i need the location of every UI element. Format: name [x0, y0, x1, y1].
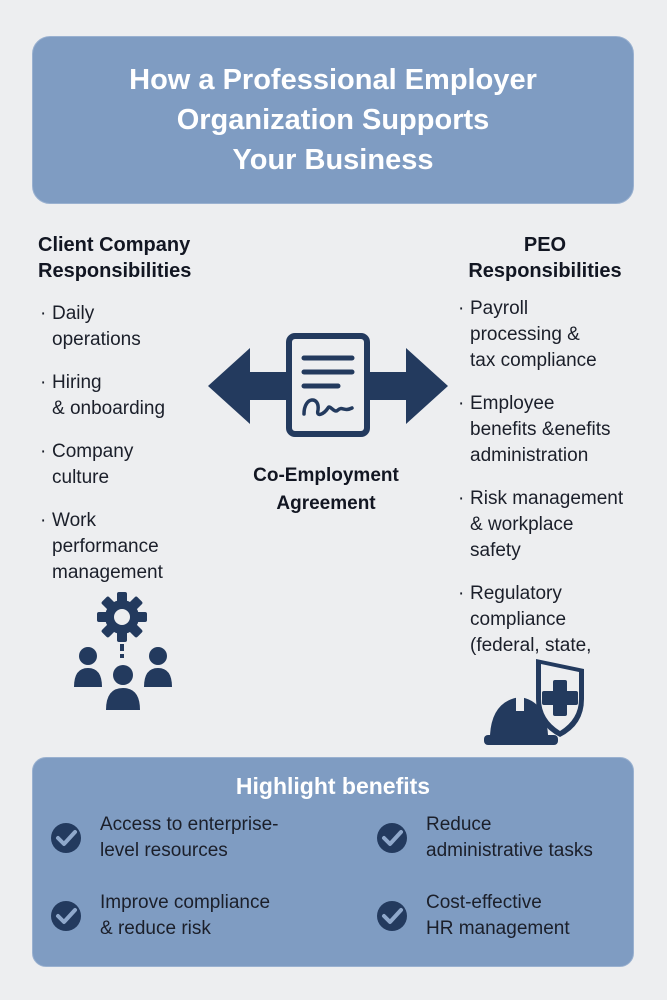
list-item-line: Employee	[470, 393, 555, 414]
peo-item-benefits: · Employee benefits &enefits administrat…	[458, 391, 660, 469]
benefit-text-line: & reduce risk	[100, 918, 211, 939]
list-item-line: culture	[52, 467, 110, 488]
bullet-icon: ·	[458, 488, 465, 509]
list-item-line: Hiring	[52, 372, 102, 393]
list-item-line: Daily	[52, 303, 95, 324]
list-item-line: Regulatory	[470, 583, 562, 604]
contract-document-icon	[286, 333, 370, 437]
client-heading-line-1: Client Company	[38, 234, 191, 256]
list-item-line: benefits &enefits	[470, 419, 611, 440]
list-item-line: Work	[52, 510, 96, 531]
bullet-icon: ·	[40, 510, 47, 531]
co-employment-label-line-2: Agreement	[276, 493, 376, 514]
benefit-text: Improve compliance & reduce risk	[100, 890, 270, 942]
benefit-text-line: level resources	[100, 840, 228, 861]
check-circle-icon	[51, 901, 81, 931]
peo-heading-line-1: PEO	[523, 234, 567, 256]
peo-responsibilities-heading: PEO Responsibilities	[440, 232, 650, 284]
bullet-icon: ·	[458, 583, 465, 604]
list-item-line: compliance	[470, 609, 567, 630]
client-item-hiring: · Hiring & onboarding	[40, 370, 222, 422]
client-heading-line-2: Responsibilities	[38, 260, 192, 282]
team-gear-icon	[74, 592, 172, 710]
list-item-line: & workplace	[470, 514, 574, 535]
bullet-icon: ·	[40, 441, 47, 462]
benefit-text-line: Reduce	[426, 814, 492, 835]
benefit-text-line: Improve compliance	[100, 892, 271, 913]
client-responsibilities-heading: Client Company Responsibilities	[38, 232, 258, 284]
list-item-line: processing &	[470, 324, 580, 345]
benefit-compliance: Improve compliance & reduce risk	[49, 890, 270, 942]
benefit-text-line: Access to enterprise-	[100, 814, 279, 835]
list-item-line: operations	[52, 329, 141, 350]
benefit-text: Cost-effective HR management	[426, 890, 570, 942]
benefit-text-line: HR management	[426, 918, 570, 939]
bullet-icon: ·	[40, 303, 47, 324]
benefit-text-line: Cost-effective	[426, 892, 542, 913]
title-banner: How a Professional Employer Organization…	[32, 36, 634, 204]
check-circle-icon	[377, 823, 407, 853]
hardhat-shield-icon	[484, 659, 584, 745]
co-employment-label: Co-Employment Agreement	[230, 462, 422, 518]
client-item-daily-operations: · Daily operations	[40, 301, 222, 353]
list-item-line: management	[52, 562, 163, 583]
benefit-enterprise-resources: Access to enterprise- level resources	[49, 812, 278, 864]
list-item-line: Company	[52, 441, 134, 462]
list-item-line: performance	[52, 536, 159, 557]
page-title-line-1: How a Professional Employer	[129, 64, 537, 96]
bullet-icon: ·	[40, 372, 47, 393]
list-item-line: safety	[470, 540, 521, 561]
bullet-icon: ·	[458, 298, 465, 319]
benefit-cost-effective: Cost-effective HR management	[375, 890, 570, 942]
peo-item-risk: · Risk management & workplace safety	[458, 486, 660, 564]
benefit-text-line: administrative tasks	[426, 840, 593, 861]
page-title-line-2: Organization Supports	[176, 104, 490, 136]
list-item-line: Payroll	[470, 298, 529, 319]
page-title-line-3: Your Business	[232, 144, 434, 176]
client-item-culture: · Company culture	[40, 439, 222, 491]
peo-heading-line-2: Responsibilities	[468, 260, 622, 282]
peo-responsibilities-list: · Payroll processing & tax compliance · …	[458, 296, 660, 676]
list-item-line: (federal, state,	[470, 635, 592, 656]
list-item-line: tax compliance	[470, 350, 597, 371]
benefit-text: Access to enterprise- level resources	[100, 812, 278, 864]
benefit-reduce-admin: Reduce administrative tasks	[375, 812, 593, 864]
highlight-benefits-panel: Highlight benefits Access to enterprise-…	[32, 757, 634, 967]
co-employment-label-line-1: Co-Employment	[253, 465, 399, 486]
check-circle-icon	[51, 823, 81, 853]
co-employment-graphic	[208, 333, 448, 437]
peo-item-payroll: · Payroll processing & tax compliance	[458, 296, 660, 374]
benefit-text: Reduce administrative tasks	[426, 812, 593, 864]
list-item-line: Risk management	[470, 488, 624, 509]
check-circle-icon	[377, 901, 407, 931]
client-item-performance: · Work performance management	[40, 508, 222, 586]
list-item-line: administration	[470, 445, 589, 466]
client-responsibilities-list: · Daily operations · Hiring & onboarding…	[40, 301, 222, 603]
bullet-icon: ·	[458, 393, 465, 414]
benefits-title: Highlight benefits	[235, 773, 431, 799]
list-item-line: & onboarding	[52, 398, 166, 419]
peo-item-regulatory: · Regulatory compliance (federal, state,	[458, 581, 660, 659]
